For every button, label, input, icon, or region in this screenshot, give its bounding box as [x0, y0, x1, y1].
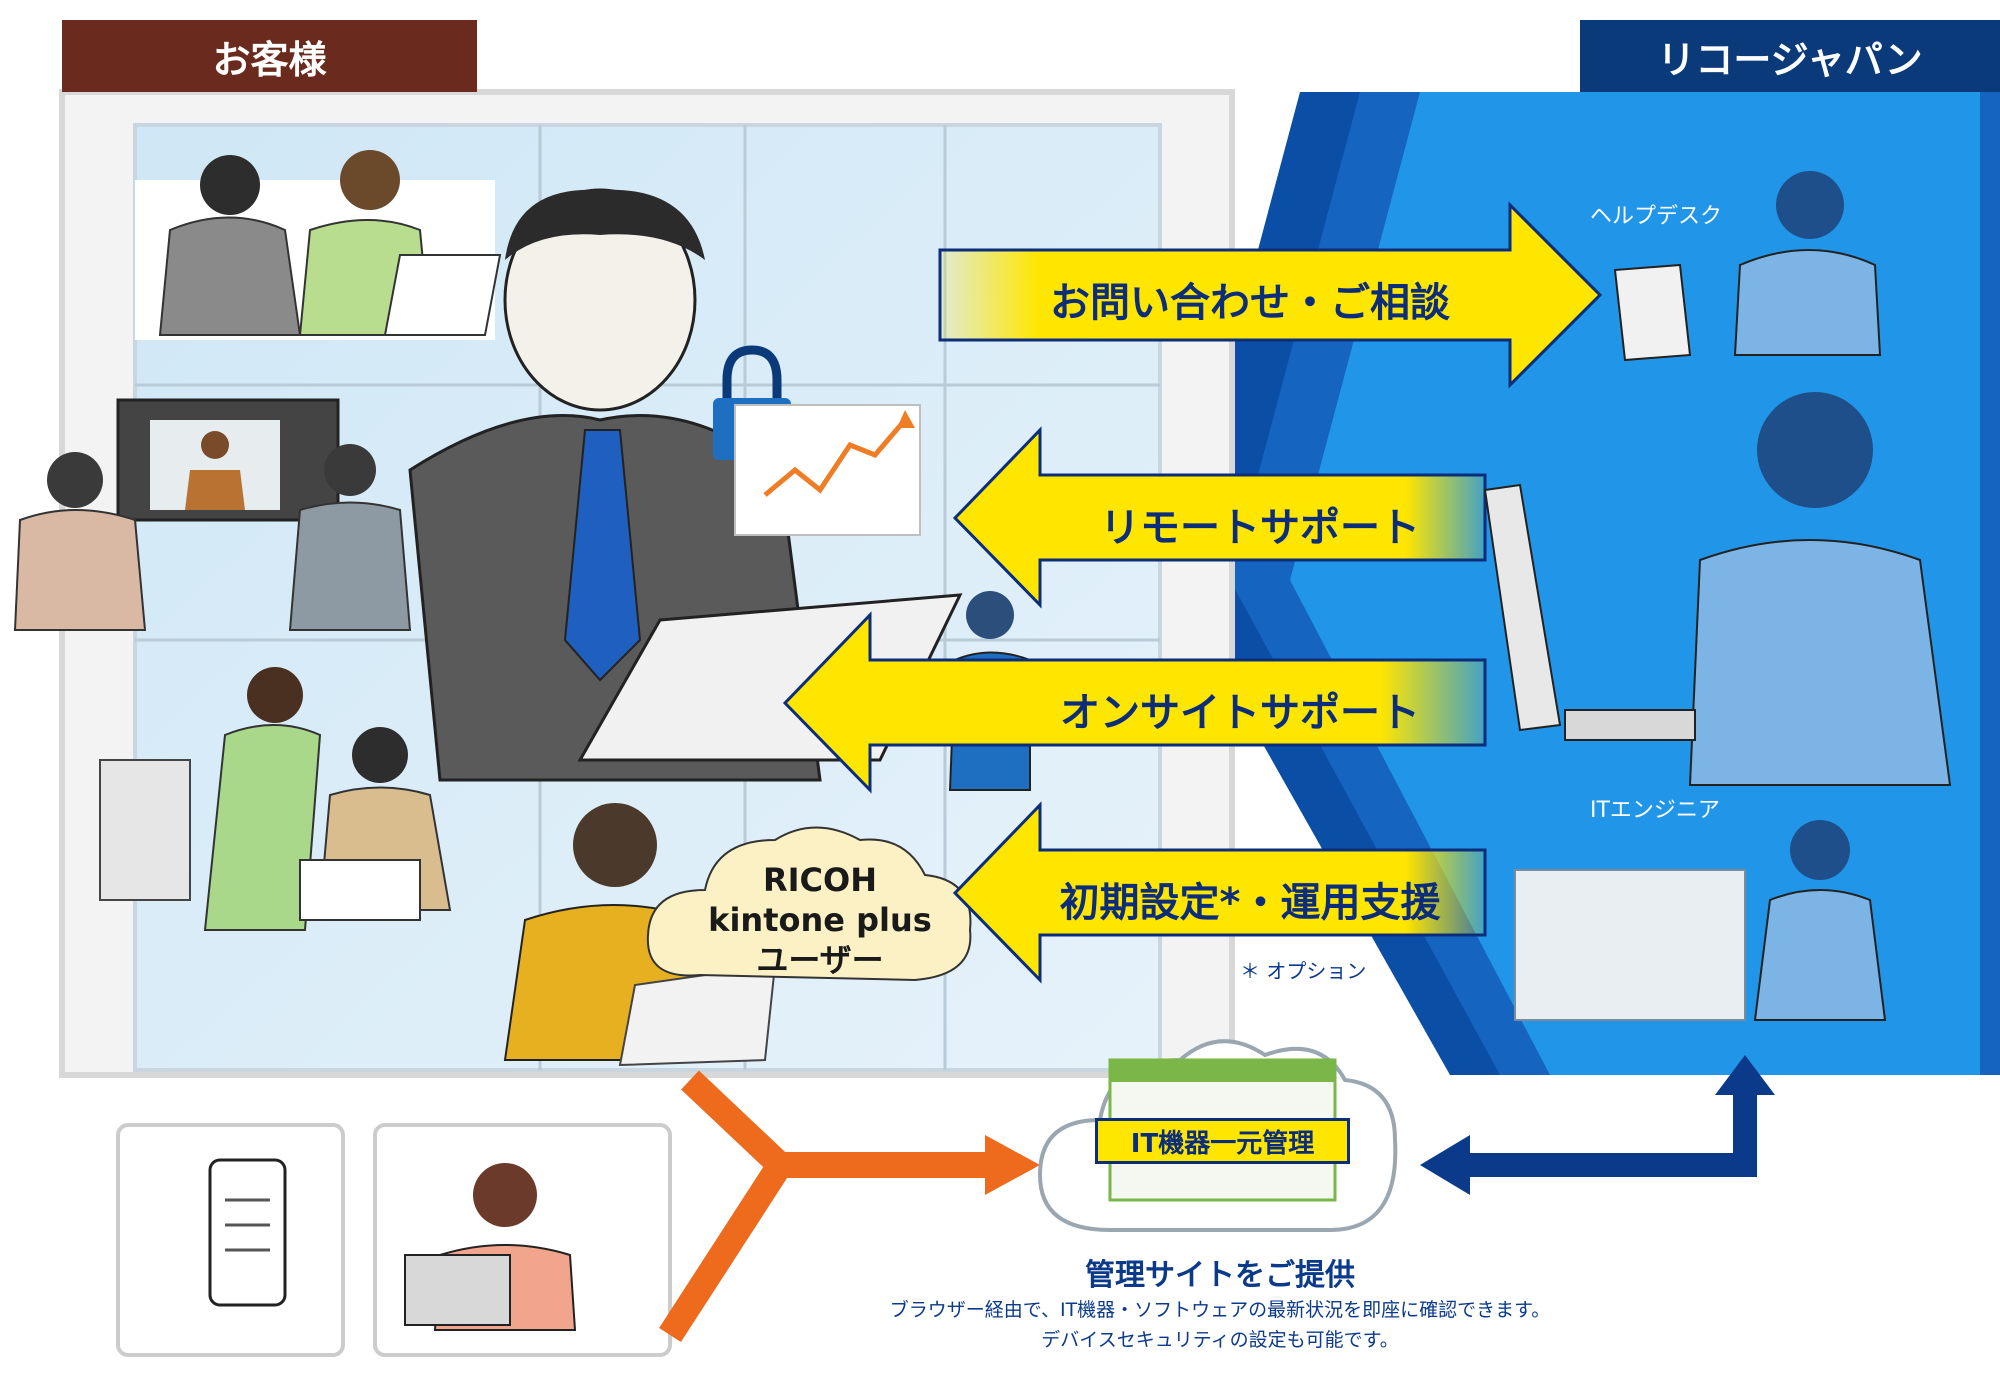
onsite-support-label: オンサイトサポート [1060, 690, 1420, 736]
inquiry-label: お問い合わせ・ご相談 [1050, 280, 1450, 326]
it-engineer-illustration [1483, 392, 1952, 786]
kintone-line1: RICOH [762, 861, 877, 899]
it-engineer-label: ITエンジニア [1590, 798, 1720, 823]
option-note: ＊ オプション [1240, 959, 1367, 983]
customer-header: お客様 [62, 20, 477, 92]
inquiry-arrow [938, 201, 1603, 389]
smartphone-user-card [116, 1123, 345, 1357]
remote-support-label: リモートサポート [1100, 505, 1420, 551]
kintone-line2: kintone plus [708, 901, 932, 939]
orange-flow-arrow [659, 1070, 1040, 1343]
helpdesk-illustration [1613, 171, 1882, 362]
kintone-user-label: RICOH kintone plus ユーザー [690, 860, 950, 980]
it-management-badge: IT機器一元管理 [1095, 1118, 1350, 1164]
onsite-support-arrow [782, 611, 1487, 794]
meeting-scene [135, 150, 502, 340]
kintone-cloud [646, 826, 972, 982]
video-conference-scene [13, 398, 412, 631]
server-engineer-illustration [1514, 820, 1887, 1021]
ricoh-header: リコージャパン [1580, 20, 2000, 92]
remote-worker-card [373, 1123, 672, 1357]
management-description: ブラウザー経由で、IT機器・ソフトウェアの最新状況を即座に確認できます。 デバイ… [770, 1295, 1670, 1355]
office-scene [99, 667, 452, 931]
management-desc-line2: デバイスセキュリティの設定も可能です。 [1041, 1329, 1399, 1351]
kintone-line3: ユーザー [756, 941, 884, 979]
management-desc-line1: ブラウザー経由で、IT機器・ソフトウェアの最新状況を即座に確認できます。 [889, 1299, 1551, 1321]
setup-support-arrow [952, 801, 1487, 984]
growth-chart-icon [734, 404, 921, 536]
navy-sync-arrow [1420, 1055, 1775, 1195]
remote-support-arrow [952, 426, 1487, 609]
setup-support-label: 初期設定*・運用支援 [1059, 880, 1441, 926]
management-title: 管理サイトをご提供 [1085, 1258, 1355, 1293]
helpdesk-label: ヘルプデスク [1590, 204, 1723, 229]
